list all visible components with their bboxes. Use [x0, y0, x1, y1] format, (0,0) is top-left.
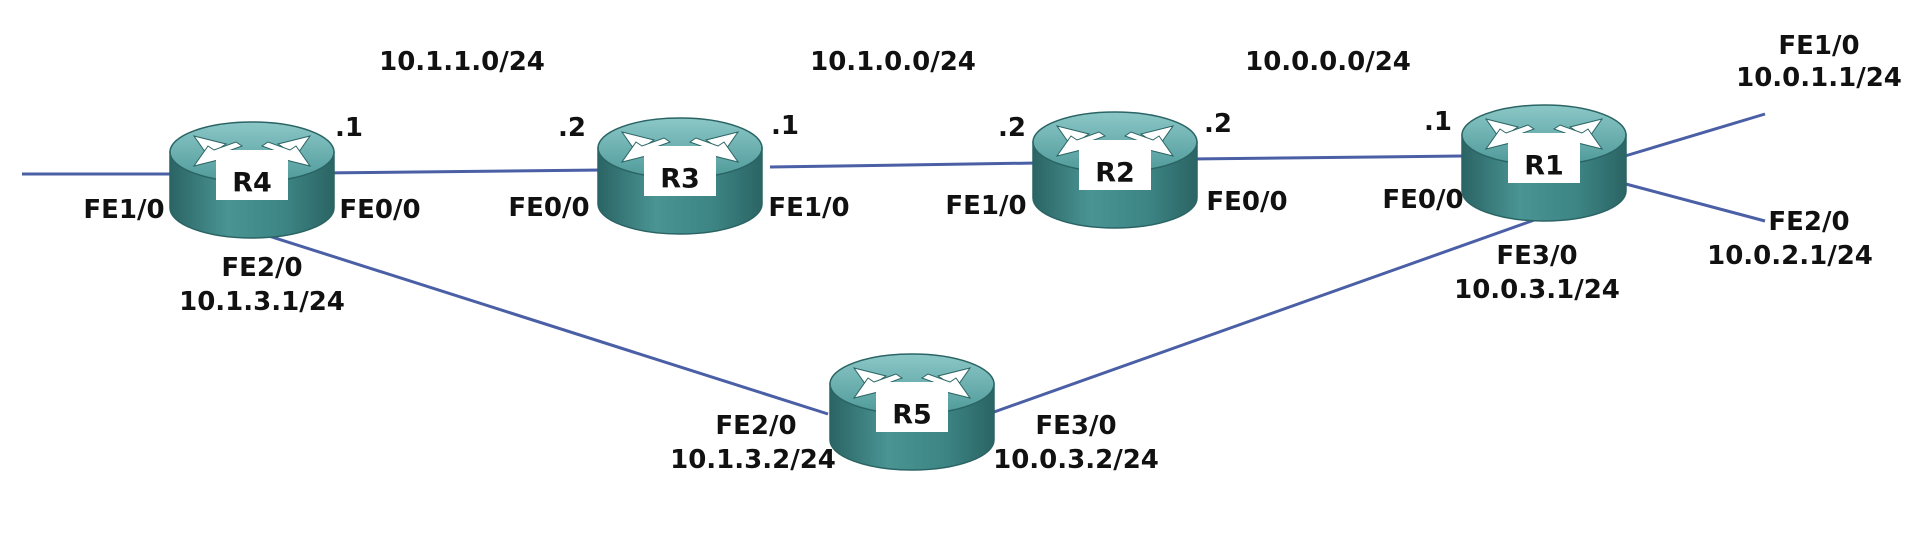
router-label-box: [876, 382, 948, 432]
network-label-r3-r2: 10.1.0.0/24: [810, 47, 976, 77]
interface-label-r4-fe0-0: FE0/0: [339, 195, 420, 225]
router-r3[interactable]: R3: [597, 117, 763, 235]
router-name: R2: [1095, 158, 1135, 189]
interface-label-r1-fe2-0: FE2/0: [1768, 207, 1849, 237]
link-r1-r5: [993, 216, 1541, 414]
interface-label-r4-fe1-0: FE1/0: [83, 195, 164, 225]
link-r1-fe1: [1624, 112, 1766, 158]
router-label-box: [216, 150, 288, 200]
interface-label-r1-fe0-0: FE0/0: [1382, 185, 1463, 215]
router-label-box: [1079, 140, 1151, 190]
ip-label-r5-fe2-0: 10.1.3.2/24: [670, 445, 836, 475]
router-r1[interactable]: R1: [1461, 104, 1627, 222]
ip-label-r4-fe2-0: 10.1.3.1/24: [179, 287, 345, 317]
host-label-r3-1: .1: [771, 111, 799, 141]
router-name: R1: [1524, 151, 1564, 182]
host-label-r1-1: .1: [1424, 107, 1452, 137]
link-r3-r2: [769, 161, 1038, 169]
ip-label-r1-fe2-0: 10.0.2.1/24: [1707, 241, 1873, 271]
interface-label-r1-fe3-0: FE3/0: [1496, 241, 1577, 271]
ip-label-r1-fe1-0: 10.0.1.1/24: [1736, 63, 1902, 93]
interface-label-r4-fe2-0: FE2/0: [221, 253, 302, 283]
interface-label-r3-fe0-0: FE0/0: [508, 193, 589, 223]
interface-label-r2-fe1-0: FE1/0: [945, 191, 1026, 221]
host-label-r4-1: .1: [335, 113, 363, 143]
router-name: R3: [660, 164, 700, 195]
link-r2-r1: [1189, 154, 1463, 161]
router-name: R4: [232, 168, 272, 199]
link-r1-fe2: [1621, 181, 1766, 223]
network-label-r2-r1: 10.0.0.0/24: [1245, 47, 1411, 77]
interface-label-r1-fe1-0: FE1/0: [1778, 31, 1859, 61]
link-r4-r5: [249, 228, 829, 416]
interface-label-r5-fe2-0: FE2/0: [715, 411, 796, 441]
interface-label-r5-fe3-0: FE3/0: [1035, 411, 1116, 441]
router-r5[interactable]: R5: [829, 353, 995, 471]
network-label-r4-r3: 10.1.1.0/24: [379, 47, 545, 77]
router-r4[interactable]: R4: [169, 121, 335, 239]
ip-label-r1-fe3-0: 10.0.3.1/24: [1454, 275, 1620, 305]
link-r4-r3: [319, 168, 604, 175]
host-label-r2-2a: .2: [998, 113, 1026, 143]
interface-label-r2-fe0-0: FE0/0: [1206, 187, 1287, 217]
interface-label-r3-fe1-0: FE1/0: [768, 193, 849, 223]
links: [22, 112, 1766, 416]
ip-label-r5-fe3-0: 10.0.3.2/24: [993, 445, 1159, 475]
router-name: R5: [892, 400, 932, 431]
host-label-r3-2: .2: [558, 113, 586, 143]
router-r2[interactable]: R2: [1032, 111, 1198, 229]
router-label-box: [644, 146, 716, 196]
host-label-r2-2b: .2: [1204, 109, 1232, 139]
router-label-box: [1508, 133, 1580, 183]
